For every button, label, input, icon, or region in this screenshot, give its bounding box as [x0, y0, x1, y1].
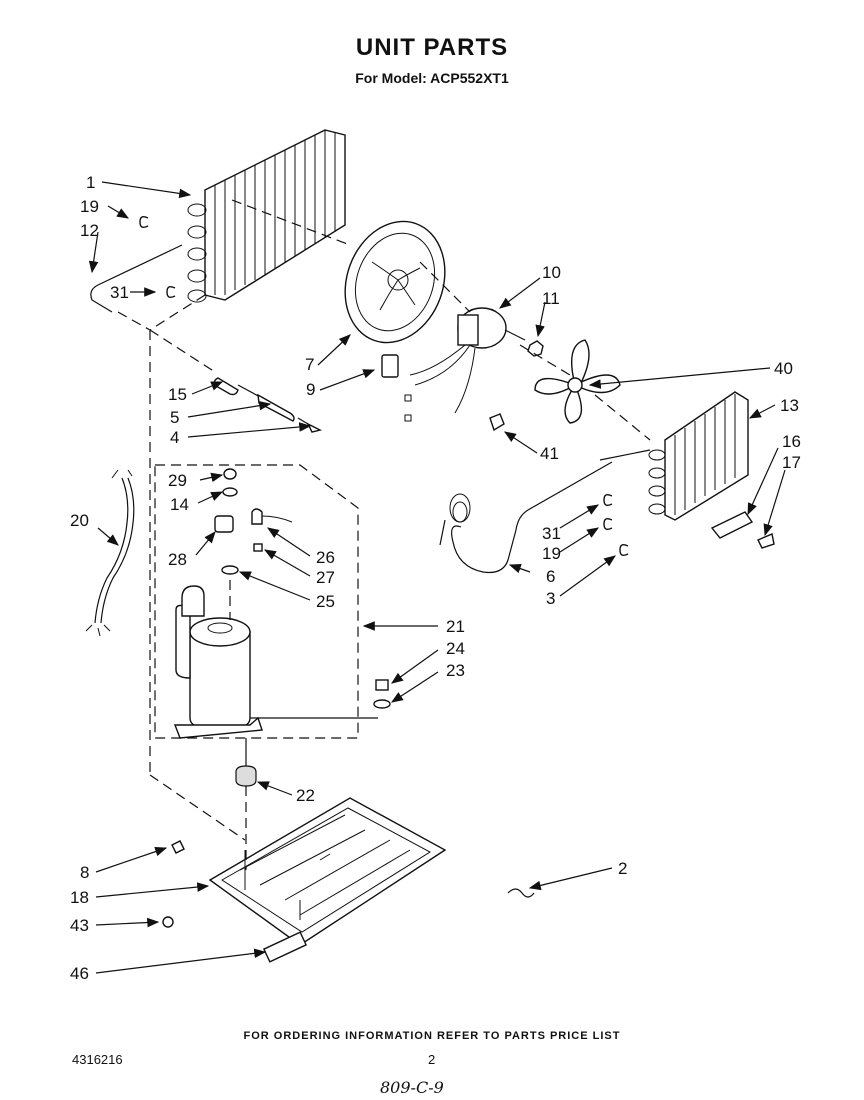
callout-13: 13	[780, 396, 799, 415]
callout-1: 1	[86, 173, 95, 192]
fan-blade	[534, 339, 621, 424]
terminal-cover-parts	[214, 468, 293, 575]
fan-shroud	[344, 220, 446, 344]
condenser-coil	[187, 129, 346, 303]
screw	[162, 916, 174, 928]
compressor	[173, 585, 263, 739]
thermostat-bracket	[710, 511, 754, 539]
callout-2: 2	[618, 859, 627, 878]
callout-19b: 19	[542, 544, 561, 563]
callout-43: 43	[70, 916, 89, 935]
callout-31b: 31	[542, 524, 561, 543]
wire-connector	[507, 888, 535, 898]
callout-14: 14	[170, 495, 189, 514]
wire-harness	[85, 469, 135, 637]
page-number: 2	[428, 1052, 436, 1067]
callout-17: 17	[782, 453, 801, 472]
leader-lines	[88, 181, 786, 974]
page-title: UNIT PARTS	[355, 34, 509, 61]
compressor-grommets	[250, 679, 391, 719]
callout-10: 10	[542, 263, 561, 282]
callout-23: 23	[446, 661, 465, 680]
bulb-holder	[757, 533, 775, 549]
callout-3: 3	[546, 589, 555, 608]
callout-27: 27	[316, 568, 335, 587]
document-number: 4316216	[72, 1052, 123, 1067]
rubber-mount	[235, 738, 257, 787]
ordering-info-note: FOR ORDERING INFORMATION REFER TO PARTS …	[243, 1030, 621, 1042]
callout-21: 21	[446, 617, 465, 636]
tube-end	[306, 422, 323, 433]
callout-7: 7	[305, 355, 314, 374]
callout-16: 16	[782, 432, 801, 451]
callout-labels: 1 19 12 31 10 11 7 9 40 15 5 4 13 41 16 …	[70, 173, 801, 983]
fan-motor	[404, 307, 526, 422]
capillary-tube	[439, 461, 613, 574]
compressor-assembly-frame	[154, 464, 359, 739]
clip-small	[171, 840, 185, 854]
callout-15: 15	[168, 385, 187, 404]
callout-40: 40	[774, 359, 793, 378]
callout-5: 5	[170, 408, 179, 427]
callout-41: 41	[540, 444, 559, 463]
callout-31: 31	[110, 283, 129, 302]
fan-clip	[489, 413, 505, 432]
callout-24: 24	[446, 639, 465, 658]
c-clips	[139, 215, 629, 557]
assembly-lines	[149, 199, 651, 870]
callout-6: 6	[546, 567, 555, 586]
callout-4: 4	[170, 428, 179, 447]
callout-12: 12	[80, 221, 99, 240]
callout-19: 19	[80, 197, 99, 216]
motor-mount-bracket	[381, 354, 399, 378]
callout-9: 9	[306, 380, 315, 399]
callout-28: 28	[168, 550, 187, 569]
callout-18: 18	[70, 888, 89, 907]
callout-26: 26	[316, 548, 335, 567]
callout-46: 46	[70, 964, 89, 983]
base-pan	[208, 797, 447, 963]
callout-25: 25	[316, 592, 335, 611]
callout-8: 8	[80, 863, 89, 882]
callout-11: 11	[542, 289, 560, 308]
motor-nut	[527, 340, 544, 357]
model-subtitle: For Model: ACP552XT1	[355, 70, 509, 86]
callout-22: 22	[296, 786, 315, 805]
suction-tube	[90, 244, 183, 331]
evaporator-coil	[599, 391, 749, 521]
callout-20: 20	[70, 511, 89, 530]
handwritten-code: 809-C-9	[380, 1078, 444, 1097]
callout-29: 29	[168, 471, 187, 490]
strainer	[257, 393, 309, 425]
